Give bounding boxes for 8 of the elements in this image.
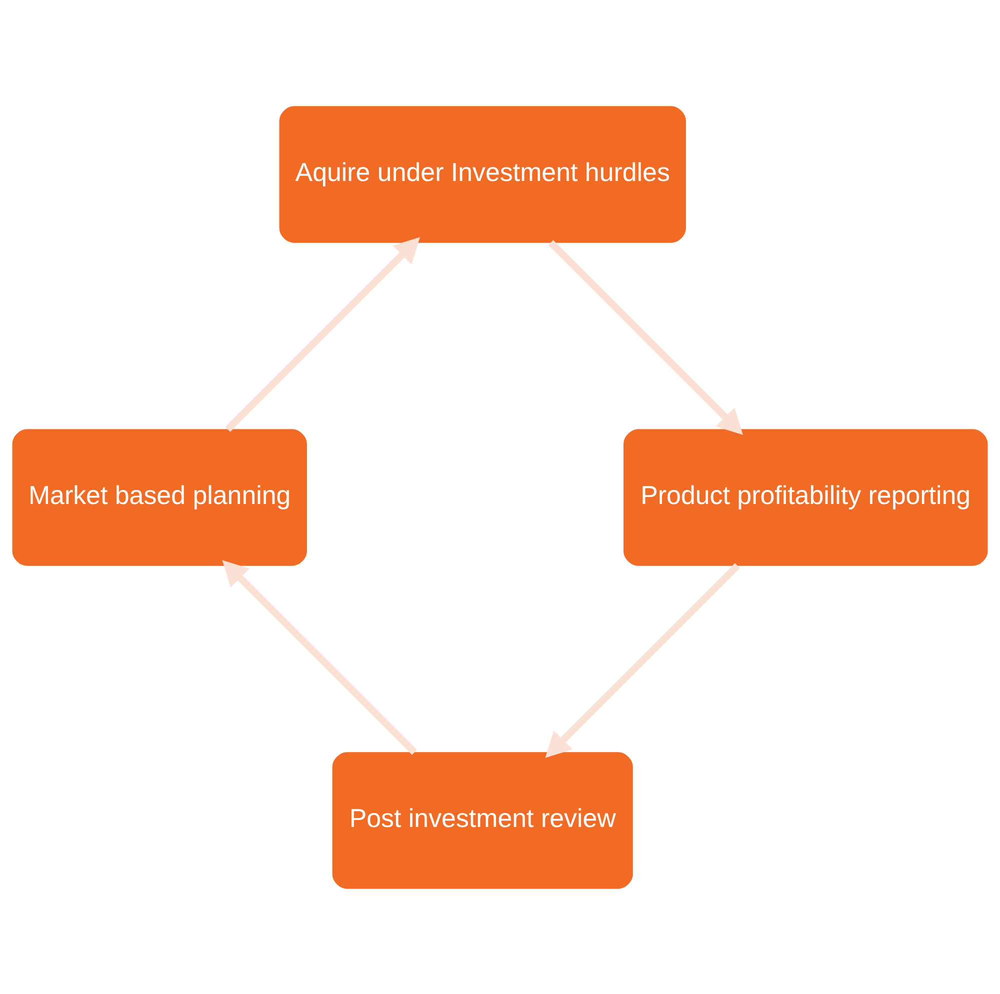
node-box: Market based planning <box>12 428 307 566</box>
arrow <box>548 240 743 434</box>
arrow <box>545 562 740 758</box>
node-box: Product profitability reporting <box>623 428 988 566</box>
node-box: Aquire under Investment hurdles <box>279 106 686 242</box>
node-box: Post investment review <box>332 752 633 888</box>
arrow <box>222 560 418 754</box>
arrow <box>225 236 420 432</box>
